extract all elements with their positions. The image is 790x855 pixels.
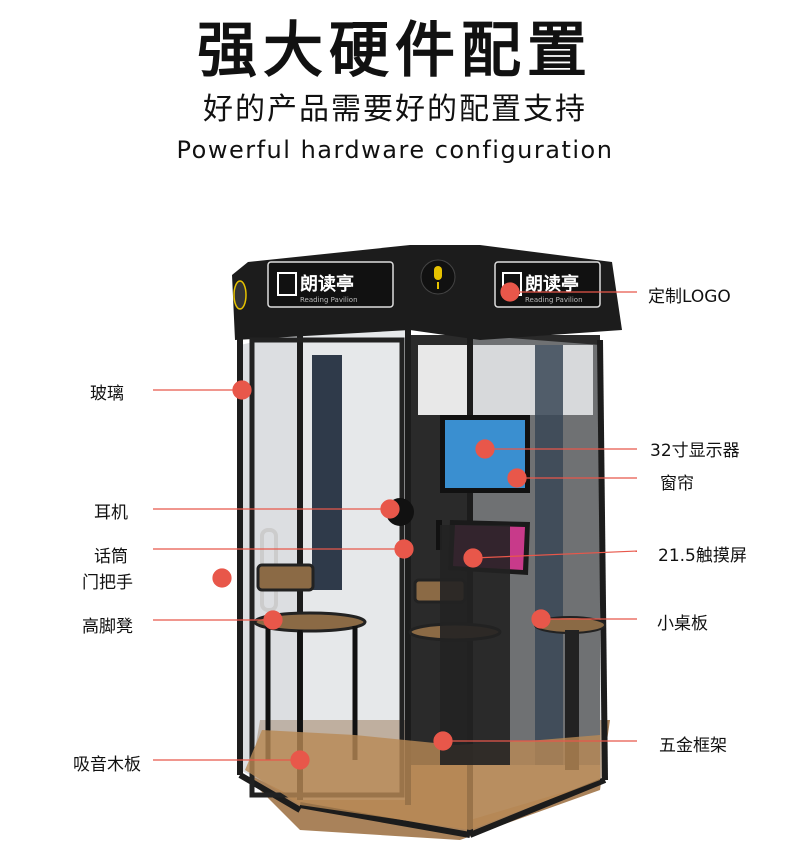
book-icon-left xyxy=(277,272,297,296)
label-acoustic-board: 吸音木板 xyxy=(73,755,141,775)
label-touchscreen: 21.5触摸屏 xyxy=(658,546,747,566)
label-stool: 高脚凳 xyxy=(82,617,133,637)
label-glass: 玻璃 xyxy=(90,384,124,404)
callout-dot-frame xyxy=(433,731,453,751)
sign-sub-right: Reading Pavilion xyxy=(525,296,583,304)
callout-dot-touchscreen xyxy=(463,548,483,568)
microphone xyxy=(436,520,442,550)
acoustic-board xyxy=(245,730,600,830)
callout-dot-acoustic-board xyxy=(290,750,310,770)
label-logo: 定制LOGO xyxy=(648,287,731,307)
sign-sub-left: Reading Pavilion xyxy=(300,296,358,304)
logo-sign-left xyxy=(267,261,394,308)
callout-line-touchscreen xyxy=(472,550,638,559)
callout-dot-desk xyxy=(531,609,551,629)
callout-dot-glass xyxy=(232,380,252,400)
sign-text-right: 朗读亭 xyxy=(525,273,579,295)
label-desk: 小桌板 xyxy=(657,614,708,634)
label-curtain: 窗帘 xyxy=(660,474,694,494)
label-frame: 五金框架 xyxy=(659,736,727,756)
callout-dot-curtain xyxy=(507,468,527,488)
left-curtain xyxy=(312,355,342,590)
label-monitor: 32寸显示器 xyxy=(650,441,740,461)
label-headphones: 耳机 xyxy=(94,503,128,523)
page-subtitle: 好的产品需要好的配置支持 xyxy=(203,92,587,127)
callout-dot-logo xyxy=(500,282,520,302)
label-door-handle: 门把手 xyxy=(82,573,133,593)
bar-stool xyxy=(253,563,367,633)
callout-dot-headphones xyxy=(380,499,400,519)
page-title: 强大硬件配置 xyxy=(197,16,593,86)
side-emblem xyxy=(233,280,247,310)
sign-text-left: 朗读亭 xyxy=(300,273,354,295)
label-microphone: 话筒 xyxy=(94,547,128,567)
callout-dot-monitor xyxy=(475,439,495,459)
callout-dot-microphone xyxy=(394,539,414,559)
callout-dot-door-handle xyxy=(212,568,232,588)
callout-dot-stool xyxy=(263,610,283,630)
english-subtitle: Powerful hardware configuration xyxy=(176,136,614,164)
back-wall-light xyxy=(418,345,593,415)
